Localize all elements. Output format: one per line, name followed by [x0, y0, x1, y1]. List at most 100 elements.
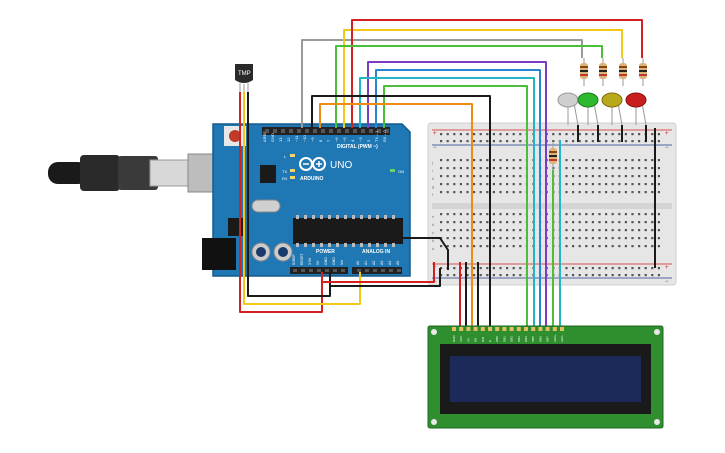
breadboard-hole	[459, 159, 462, 162]
breadboard-hole	[638, 140, 641, 143]
l-led-label: L	[284, 154, 287, 159]
breadboard-hole	[440, 221, 443, 224]
breadboard-hole	[512, 133, 515, 136]
breadboard-hole	[446, 274, 449, 277]
lcd-pin[interactable]	[560, 327, 564, 331]
breadboard-hole	[473, 140, 476, 143]
lcd-pin[interactable]	[502, 327, 507, 331]
breadboard-hole	[644, 237, 647, 240]
breadboard-hole	[657, 274, 660, 277]
lcd-pin[interactable]	[516, 327, 521, 331]
breadboard-hole	[459, 183, 462, 186]
voltage-regulator	[228, 218, 244, 236]
breadboard-hole	[585, 213, 588, 216]
breadboard-hole	[611, 140, 614, 143]
atmega-chip	[293, 218, 403, 244]
breadboard-hole	[466, 140, 469, 143]
led-yellow-icon	[601, 92, 623, 126]
breadboard-hole	[459, 245, 462, 248]
breadboard-hole	[585, 140, 588, 143]
lcd-pin[interactable]	[480, 327, 485, 331]
row-letter: e	[432, 214, 435, 219]
breadboard-hole	[512, 274, 515, 277]
breadboard-hole	[466, 267, 469, 270]
pin-label: IOREF	[292, 254, 296, 265]
lcd-pin[interactable]	[452, 327, 456, 331]
breadboard-hole	[486, 274, 489, 277]
lcd-pin-label: DB0	[495, 336, 499, 342]
lcd-pin[interactable]	[531, 327, 536, 331]
breadboard-hole	[578, 267, 581, 270]
breadboard-hole	[486, 221, 489, 224]
breadboard-hole	[572, 245, 575, 248]
lcd-pin[interactable]	[466, 327, 471, 331]
breadboard-hole	[440, 133, 443, 136]
breadboard-hole	[565, 237, 568, 240]
wire-yellow	[343, 29, 623, 128]
breadboard-hole	[499, 159, 502, 162]
pin-label: TX→1	[374, 130, 379, 142]
breadboard-hole	[446, 183, 449, 186]
breadboard-hole	[466, 159, 469, 162]
breadboard-hole	[446, 213, 449, 216]
breadboard-hole	[453, 175, 456, 178]
breadboard-hole	[572, 213, 575, 216]
breadboard-hole	[499, 183, 502, 186]
digital-label: DIGITAL (PWM ~)	[337, 144, 378, 150]
breadboard-hole	[499, 213, 502, 216]
lcd-pin[interactable]	[552, 327, 557, 331]
breadboard-hole	[499, 175, 502, 178]
breadboard-hole	[486, 213, 489, 216]
lcd-pin[interactable]	[524, 327, 528, 331]
analog-label: ANALOG IN	[362, 249, 390, 255]
breadboard-hole	[565, 229, 568, 232]
breadboard-hole	[598, 133, 601, 136]
breadboard-hole	[651, 133, 654, 136]
pin-label: Vin	[340, 260, 344, 265]
breadboard-hole	[440, 267, 443, 270]
breadboard-hole	[644, 229, 647, 232]
breadboard-hole	[486, 140, 489, 143]
lcd-pin[interactable]	[473, 327, 478, 331]
breadboard-hole	[572, 274, 575, 277]
wire-green	[335, 45, 603, 128]
breadboard-hole	[453, 229, 456, 232]
wires	[239, 19, 656, 330]
breadboard-hole	[644, 274, 647, 277]
lcd-pin[interactable]	[538, 327, 543, 331]
arduino-uno-board[interactable]: AREF GND 13 12 ~11 ~10 ~9 8 7 ~6 ~5 4 ~3…	[202, 123, 411, 277]
breadboard-hole	[565, 274, 568, 277]
lcd-pin[interactable]	[488, 327, 492, 331]
breadboard-hole	[585, 245, 588, 248]
breadboard-hole	[519, 229, 522, 232]
breadboard-hole	[453, 237, 456, 240]
breadboard-hole	[644, 175, 647, 178]
breadboard-hole	[598, 167, 601, 170]
lcd-pin[interactable]	[545, 327, 550, 331]
breadboard-hole	[644, 221, 647, 224]
breadboard-hole	[605, 237, 608, 240]
on-led	[390, 169, 395, 172]
breadboard-hole	[578, 175, 581, 178]
breadboard-hole	[585, 274, 588, 277]
led-green-icon	[577, 92, 599, 126]
breadboard-hole	[624, 274, 627, 277]
lcd-pin[interactable]	[459, 327, 464, 331]
breadboard-hole	[638, 213, 641, 216]
breadboard-hole	[453, 133, 456, 136]
breadboard-hole	[624, 229, 627, 232]
breadboard-hole	[479, 245, 482, 248]
lcd-pin[interactable]	[495, 327, 500, 331]
pin-label: 13	[278, 137, 283, 142]
pin-label: 12	[286, 137, 291, 142]
breadboard-hole	[572, 221, 575, 224]
resistor-icon	[639, 58, 647, 86]
pin-label: A2	[372, 261, 376, 265]
breadboard-hole	[446, 245, 449, 248]
lcd-pin[interactable]	[509, 327, 514, 331]
temperature-sensor[interactable]: TMP	[235, 64, 253, 92]
breadboard-hole	[624, 267, 627, 270]
digital-header[interactable]	[262, 127, 390, 135]
